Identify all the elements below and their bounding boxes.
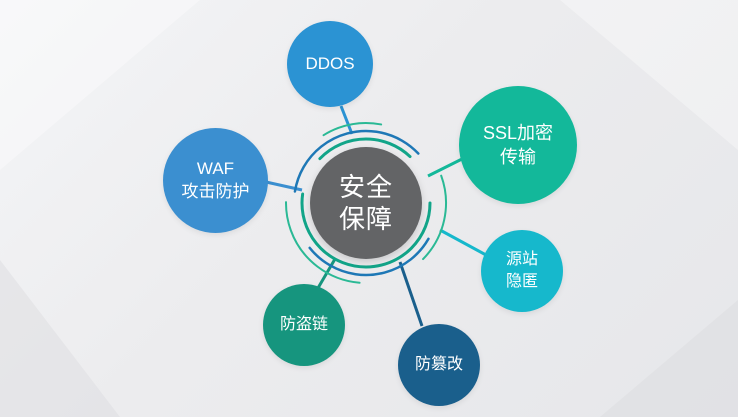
- ring-outer: [285, 122, 447, 284]
- node-waf-label-line1: WAF: [196, 158, 235, 178]
- bg-facet: [0, 0, 200, 170]
- node-origin-label-line1: 源站: [505, 251, 538, 269]
- node-anti-tamper: 防篡改: [398, 324, 480, 406]
- center-rings: [285, 122, 447, 284]
- bg-facet: [560, 0, 738, 150]
- ring-middle: [292, 129, 440, 277]
- node-anti-tamper-label: 防篡改: [414, 356, 463, 374]
- connector-ddos: [339, 105, 354, 135]
- node-anti-hotlink-label: 防盗链: [279, 316, 328, 334]
- bg-facet: [600, 300, 738, 417]
- connector-src: [439, 228, 487, 257]
- node-ssl: SSL加密 传输: [459, 86, 577, 204]
- node-origin-label-line2: 隐匿: [505, 273, 538, 290]
- connector-tamper: [398, 261, 424, 327]
- node-waf-label-line2: 攻击防护: [181, 181, 250, 201]
- node-origin-hiding: 源站 隐匿: [481, 230, 563, 312]
- bg-facet: [0, 260, 120, 417]
- node-ssl-label-line1: SSL加密: [482, 122, 554, 143]
- center-label-line2: 保障: [338, 204, 393, 234]
- ring-inner: [300, 137, 432, 269]
- node-anti-hotlink: 防盗链: [263, 284, 345, 366]
- node-ssl-label-line2: 传输: [500, 147, 536, 167]
- node-ddos-label: DDOS: [305, 53, 355, 73]
- node-ddos: DDOS: [287, 21, 373, 107]
- center-node-security: 安全 保障: [310, 147, 422, 259]
- center-label-line1: 安全: [338, 171, 393, 202]
- node-waf: WAF 攻击防护: [163, 128, 268, 233]
